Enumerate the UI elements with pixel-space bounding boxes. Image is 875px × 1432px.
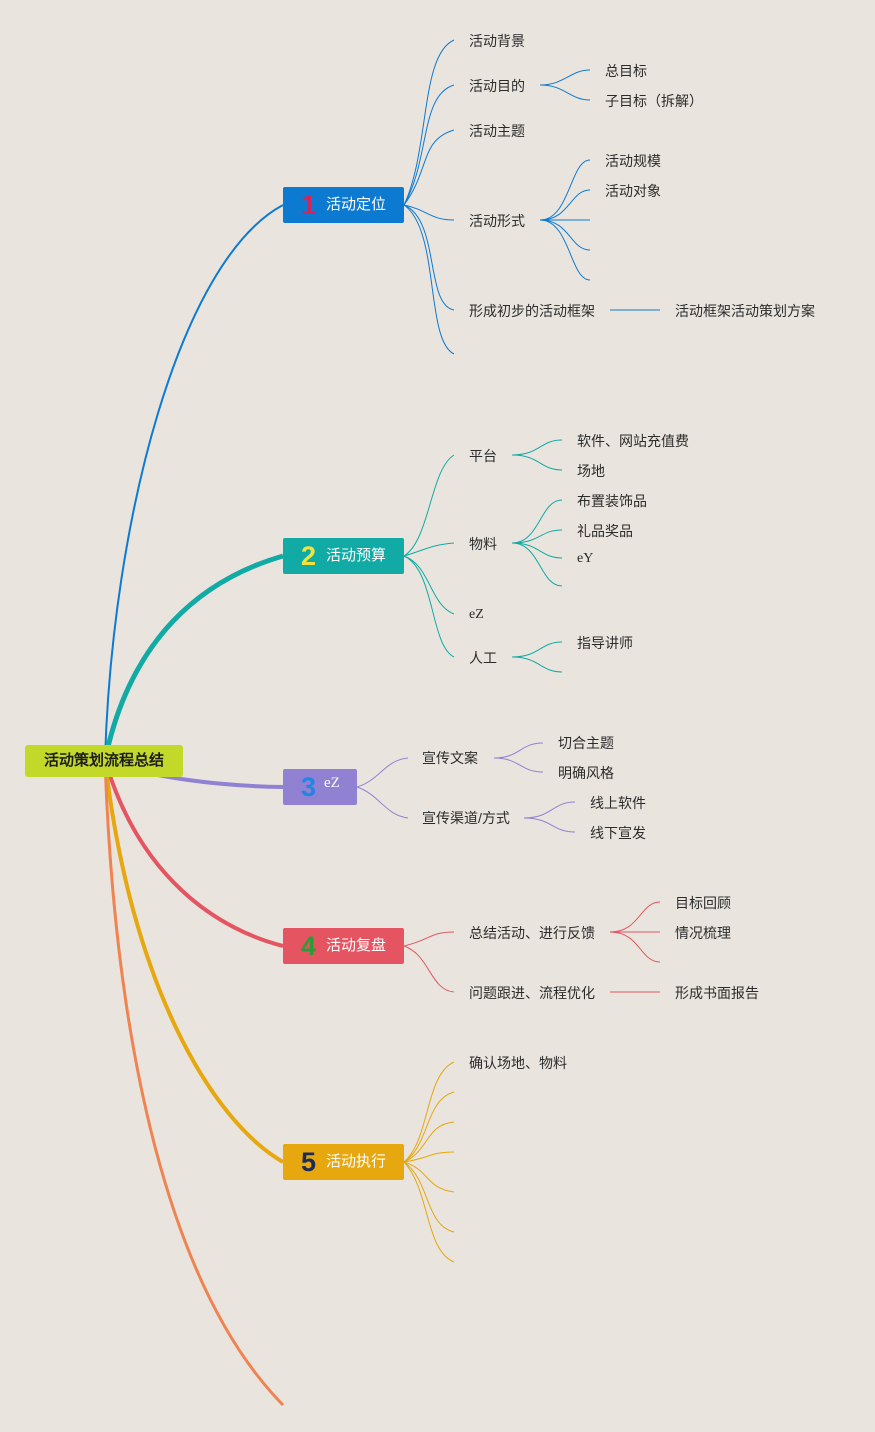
node-define-style[interactable]: 明确风格 [558, 765, 614, 781]
node-activity-theme[interactable]: 活动主题 [469, 123, 525, 139]
branch-node-5[interactable]: 5 活动执行 [283, 1144, 404, 1180]
node-situation-review[interactable]: 情况梳理 [675, 925, 731, 941]
branch-number-4: 4 [301, 931, 317, 961]
branch-label-4: 活动复盘 [326, 937, 387, 954]
branch-node-2[interactable]: 2 活动预算 [283, 538, 404, 574]
node-software-fees[interactable]: 软件、网站充值费 [577, 433, 689, 449]
node-activity-background[interactable]: 活动背景 [469, 33, 525, 49]
branch-5-connectors [403, 1061, 455, 1263]
connector-root-branch-5 [103, 759, 284, 1164]
branch-2-connectors [403, 439, 563, 673]
node-placeholder-ez[interactable]: eZ [469, 607, 484, 622]
branch-3-connectors [356, 742, 576, 833]
branch-1-connectors [403, 39, 660, 355]
branch-number-2: 2 [301, 541, 317, 571]
connector-root-branch-4 [103, 759, 284, 948]
node-materials[interactable]: 物料 [469, 536, 497, 552]
node-summary-feedback[interactable]: 总结活动、进行反馈 [469, 925, 595, 941]
node-fit-theme[interactable]: 切合主题 [558, 735, 614, 751]
branch-number-5: 5 [301, 1147, 317, 1177]
branch-node-3[interactable]: 3 eZ [283, 769, 357, 805]
node-initial-framework[interactable]: 形成初步的活动框架 [469, 303, 595, 319]
node-labor[interactable]: 人工 [469, 650, 497, 666]
node-activity-audience[interactable]: 活动对象 [605, 183, 661, 199]
node-activity-format[interactable]: 活动形式 [469, 213, 525, 229]
node-placeholder-ey[interactable]: eY [577, 551, 594, 566]
branch-number-1: 1 [301, 190, 317, 220]
node-offline-promo[interactable]: 线下宣发 [590, 825, 646, 841]
node-framework-plan[interactable]: 活动框架活动策划方案 [675, 303, 815, 319]
node-venue[interactable]: 场地 [577, 463, 605, 479]
node-decorations[interactable]: 布置装饰品 [577, 493, 647, 509]
node-confirm-venue-materials[interactable]: 确认场地、物料 [469, 1055, 567, 1071]
node-written-report[interactable]: 形成书面报告 [675, 985, 759, 1001]
branch-label-2: 活动预算 [326, 547, 387, 564]
node-online-software[interactable]: 线上软件 [590, 795, 646, 811]
node-gifts-prizes[interactable]: 礼品奖品 [577, 523, 633, 539]
node-goal-review[interactable]: 目标回顾 [675, 895, 731, 911]
branch-number-3: 3 [301, 772, 317, 802]
connector-root-tail [103, 759, 285, 1407]
branch-node-4[interactable]: 4 活动复盘 [283, 928, 404, 964]
branch-label-5: 活动执行 [326, 1153, 387, 1170]
node-activity-purpose[interactable]: 活动目的 [469, 78, 525, 94]
connector-root-branch-2 [102, 553, 284, 761]
branch-4-connectors [403, 901, 661, 993]
branch-node-1[interactable]: 1 活动定位 [283, 187, 404, 223]
node-issue-followup[interactable]: 问题跟进、流程优化 [469, 985, 595, 1001]
node-sub-goal[interactable]: 子目标（拆解） [605, 93, 703, 109]
node-promo-channels[interactable]: 宣传渠道/方式 [422, 810, 510, 826]
branch-label-1: 活动定位 [326, 196, 387, 213]
node-platform[interactable]: 平台 [469, 448, 497, 464]
node-instructor[interactable]: 指导讲师 [577, 635, 633, 651]
root-node[interactable]: 活动策划流程总结 [25, 745, 183, 777]
connector-root-branch-1 [104, 204, 284, 761]
branch-label-3: eZ [324, 775, 340, 791]
node-activity-scale[interactable]: 活动规模 [605, 153, 661, 169]
node-promo-copy[interactable]: 宣传文案 [422, 750, 478, 766]
node-overall-goal[interactable]: 总目标 [605, 63, 647, 79]
